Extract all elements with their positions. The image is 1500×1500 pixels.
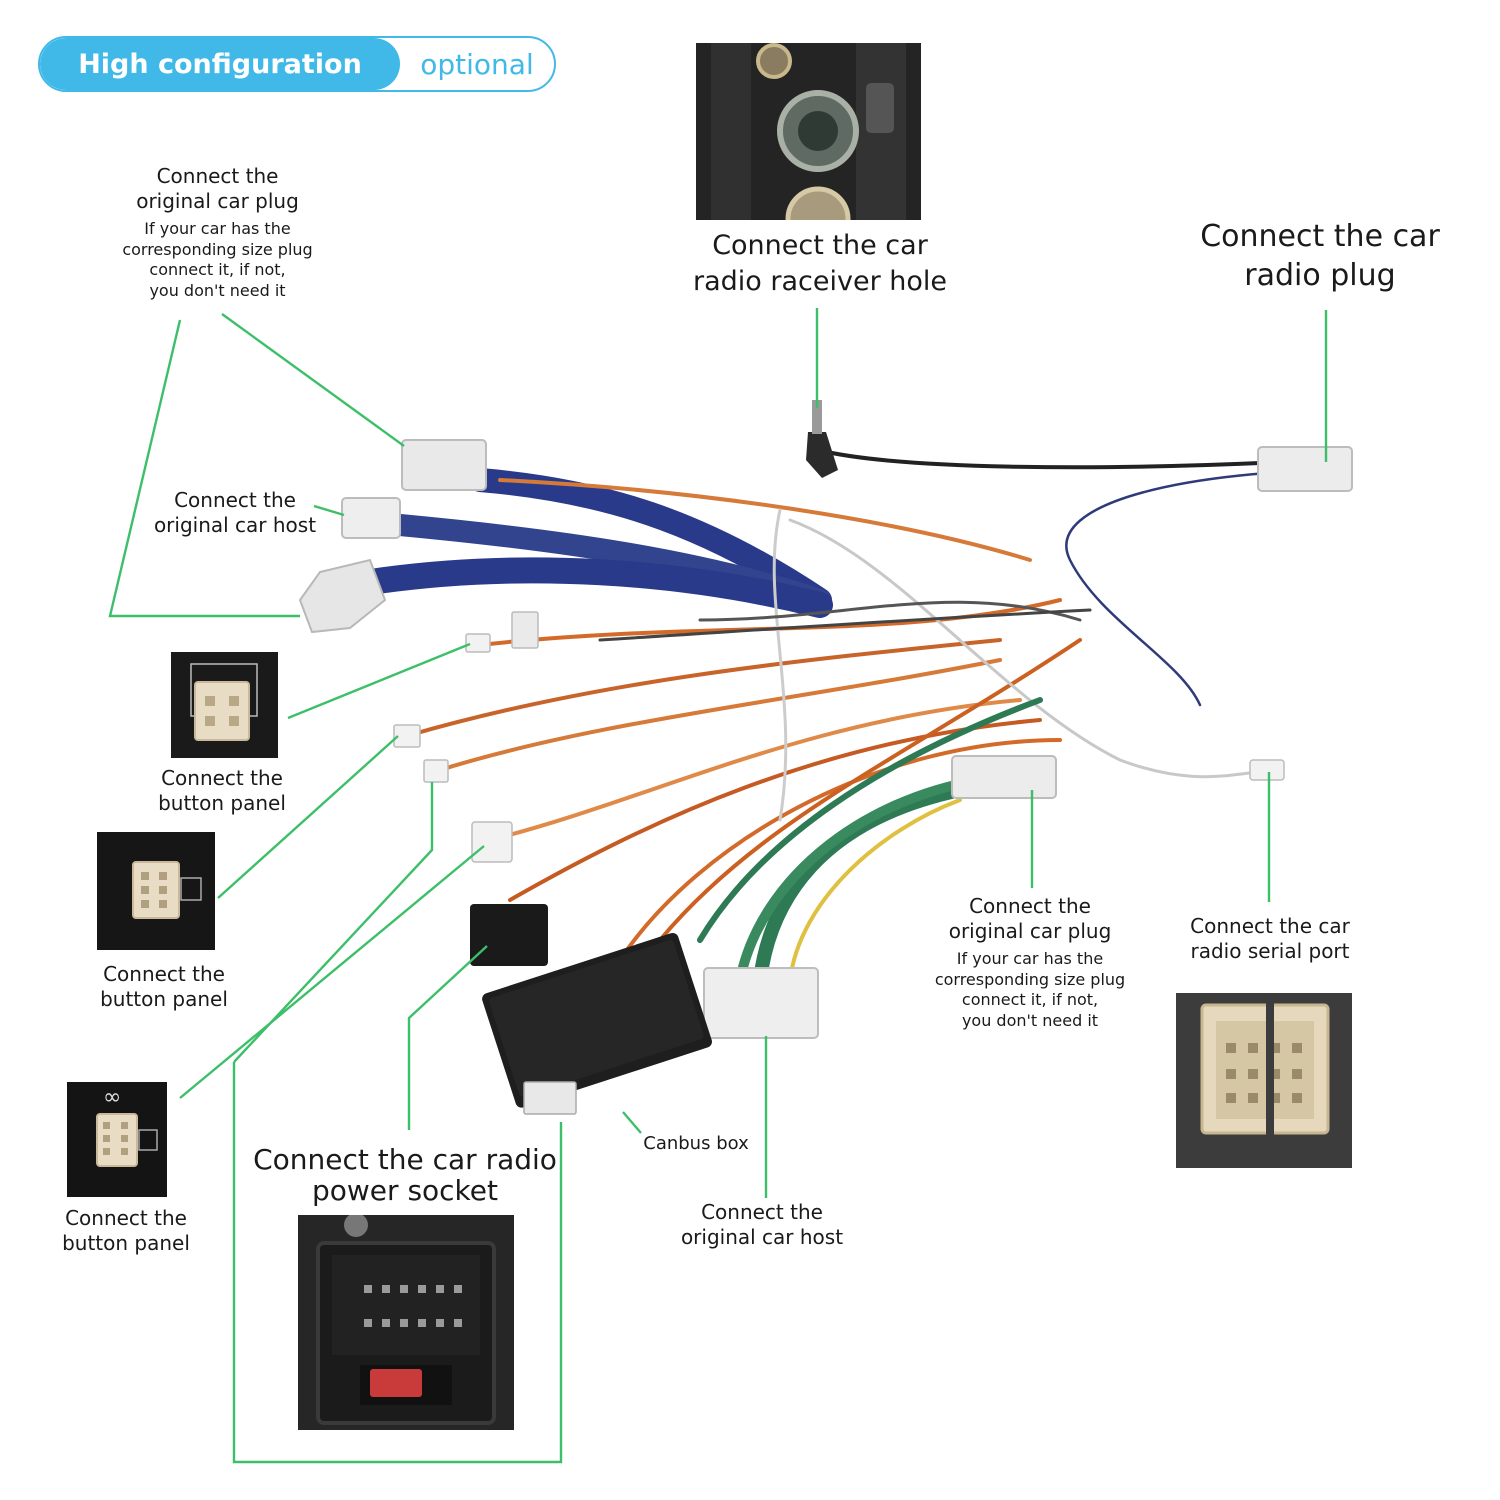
original-car-host-label: Connect the original car host [153, 488, 317, 538]
original-car-host-label-bottom: Connect the original car host [680, 1200, 844, 1250]
original-car-plug-label-right: Connect the original car plug If your ca… [920, 894, 1140, 1032]
button-panel-label-2: Connect the button panel [100, 962, 228, 1012]
button-panel-label-1: Connect the button panel [158, 766, 286, 816]
button-panel-label-3: Connect the button panel [62, 1206, 190, 1256]
configuration-badge: High configuration optional [38, 36, 556, 92]
power-socket-photo [298, 1215, 514, 1430]
button-panel-photo-2 [97, 832, 215, 950]
optional-plug-note-right: If your car has the corresponding size p… [934, 948, 1126, 1031]
connector-socket-icon [97, 832, 215, 950]
power-socket-icon [298, 1215, 514, 1430]
serial-port-photo [1176, 993, 1352, 1168]
serial-port-socket-icon [1176, 993, 1352, 1168]
serial-port-label: Connect the car radio serial port [1190, 914, 1350, 964]
button-panel-photo-3: ∞ [67, 1082, 167, 1197]
antenna-socket-icon [696, 43, 921, 220]
receiver-hole-label: Connect the car radio raceiver hole [692, 230, 947, 297]
connector-socket-icon [171, 652, 278, 758]
connector-socket-icon: ∞ [67, 1082, 167, 1197]
power-socket-label: Connect the car radio power socket [253, 1143, 557, 1207]
canbus-box-label: Canbus box [643, 1133, 749, 1154]
radio-plug-label: Connect the car radio plug [1200, 219, 1440, 293]
optional-label: optional [420, 47, 534, 81]
original-car-plug-label: Connect the original car plug If your ca… [110, 164, 325, 302]
high-configuration-label: High configuration [40, 38, 400, 90]
button-panel-photo-1 [171, 652, 278, 758]
optional-plug-note: If your car has the corresponding size p… [122, 218, 313, 301]
svg-text:∞: ∞ [103, 1085, 121, 1110]
receiver-hole-photo [696, 43, 921, 220]
